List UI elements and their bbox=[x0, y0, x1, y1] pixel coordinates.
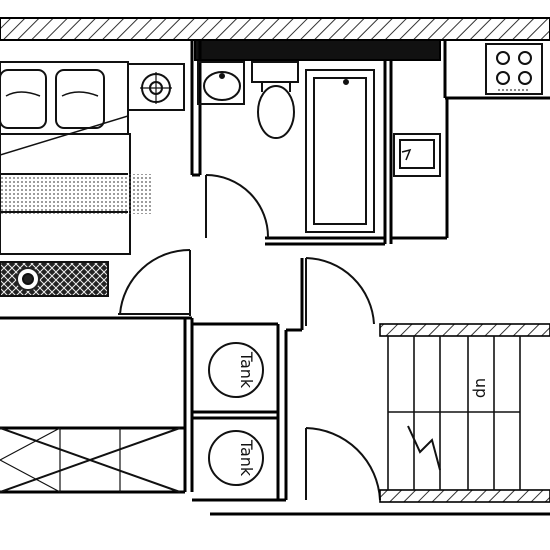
rug-icon bbox=[0, 261, 109, 297]
stair-direction-label: up bbox=[472, 378, 491, 398]
doors bbox=[118, 174, 381, 501]
kitchen bbox=[393, 43, 543, 177]
tanks bbox=[208, 342, 264, 486]
interior-walls bbox=[0, 40, 550, 516]
kitchen-sink-icon bbox=[393, 133, 441, 177]
sofa-icon bbox=[0, 61, 129, 156]
bathroom bbox=[197, 61, 375, 233]
tank-lower-label: Tank bbox=[237, 439, 256, 477]
top-wall bbox=[0, 17, 550, 61]
stove-icon bbox=[127, 63, 185, 111]
bathtub-icon bbox=[305, 69, 375, 233]
tank-lower-shape bbox=[208, 430, 264, 486]
tank-upper-shape bbox=[208, 342, 264, 398]
washbasin-icon bbox=[197, 61, 245, 105]
toilet-icon bbox=[251, 61, 299, 139]
tank-upper-label: Tank bbox=[237, 351, 256, 389]
cabinet bbox=[0, 427, 181, 493]
cooktop-icon bbox=[485, 43, 543, 95]
staircase bbox=[379, 323, 550, 503]
living-room bbox=[0, 61, 185, 297]
